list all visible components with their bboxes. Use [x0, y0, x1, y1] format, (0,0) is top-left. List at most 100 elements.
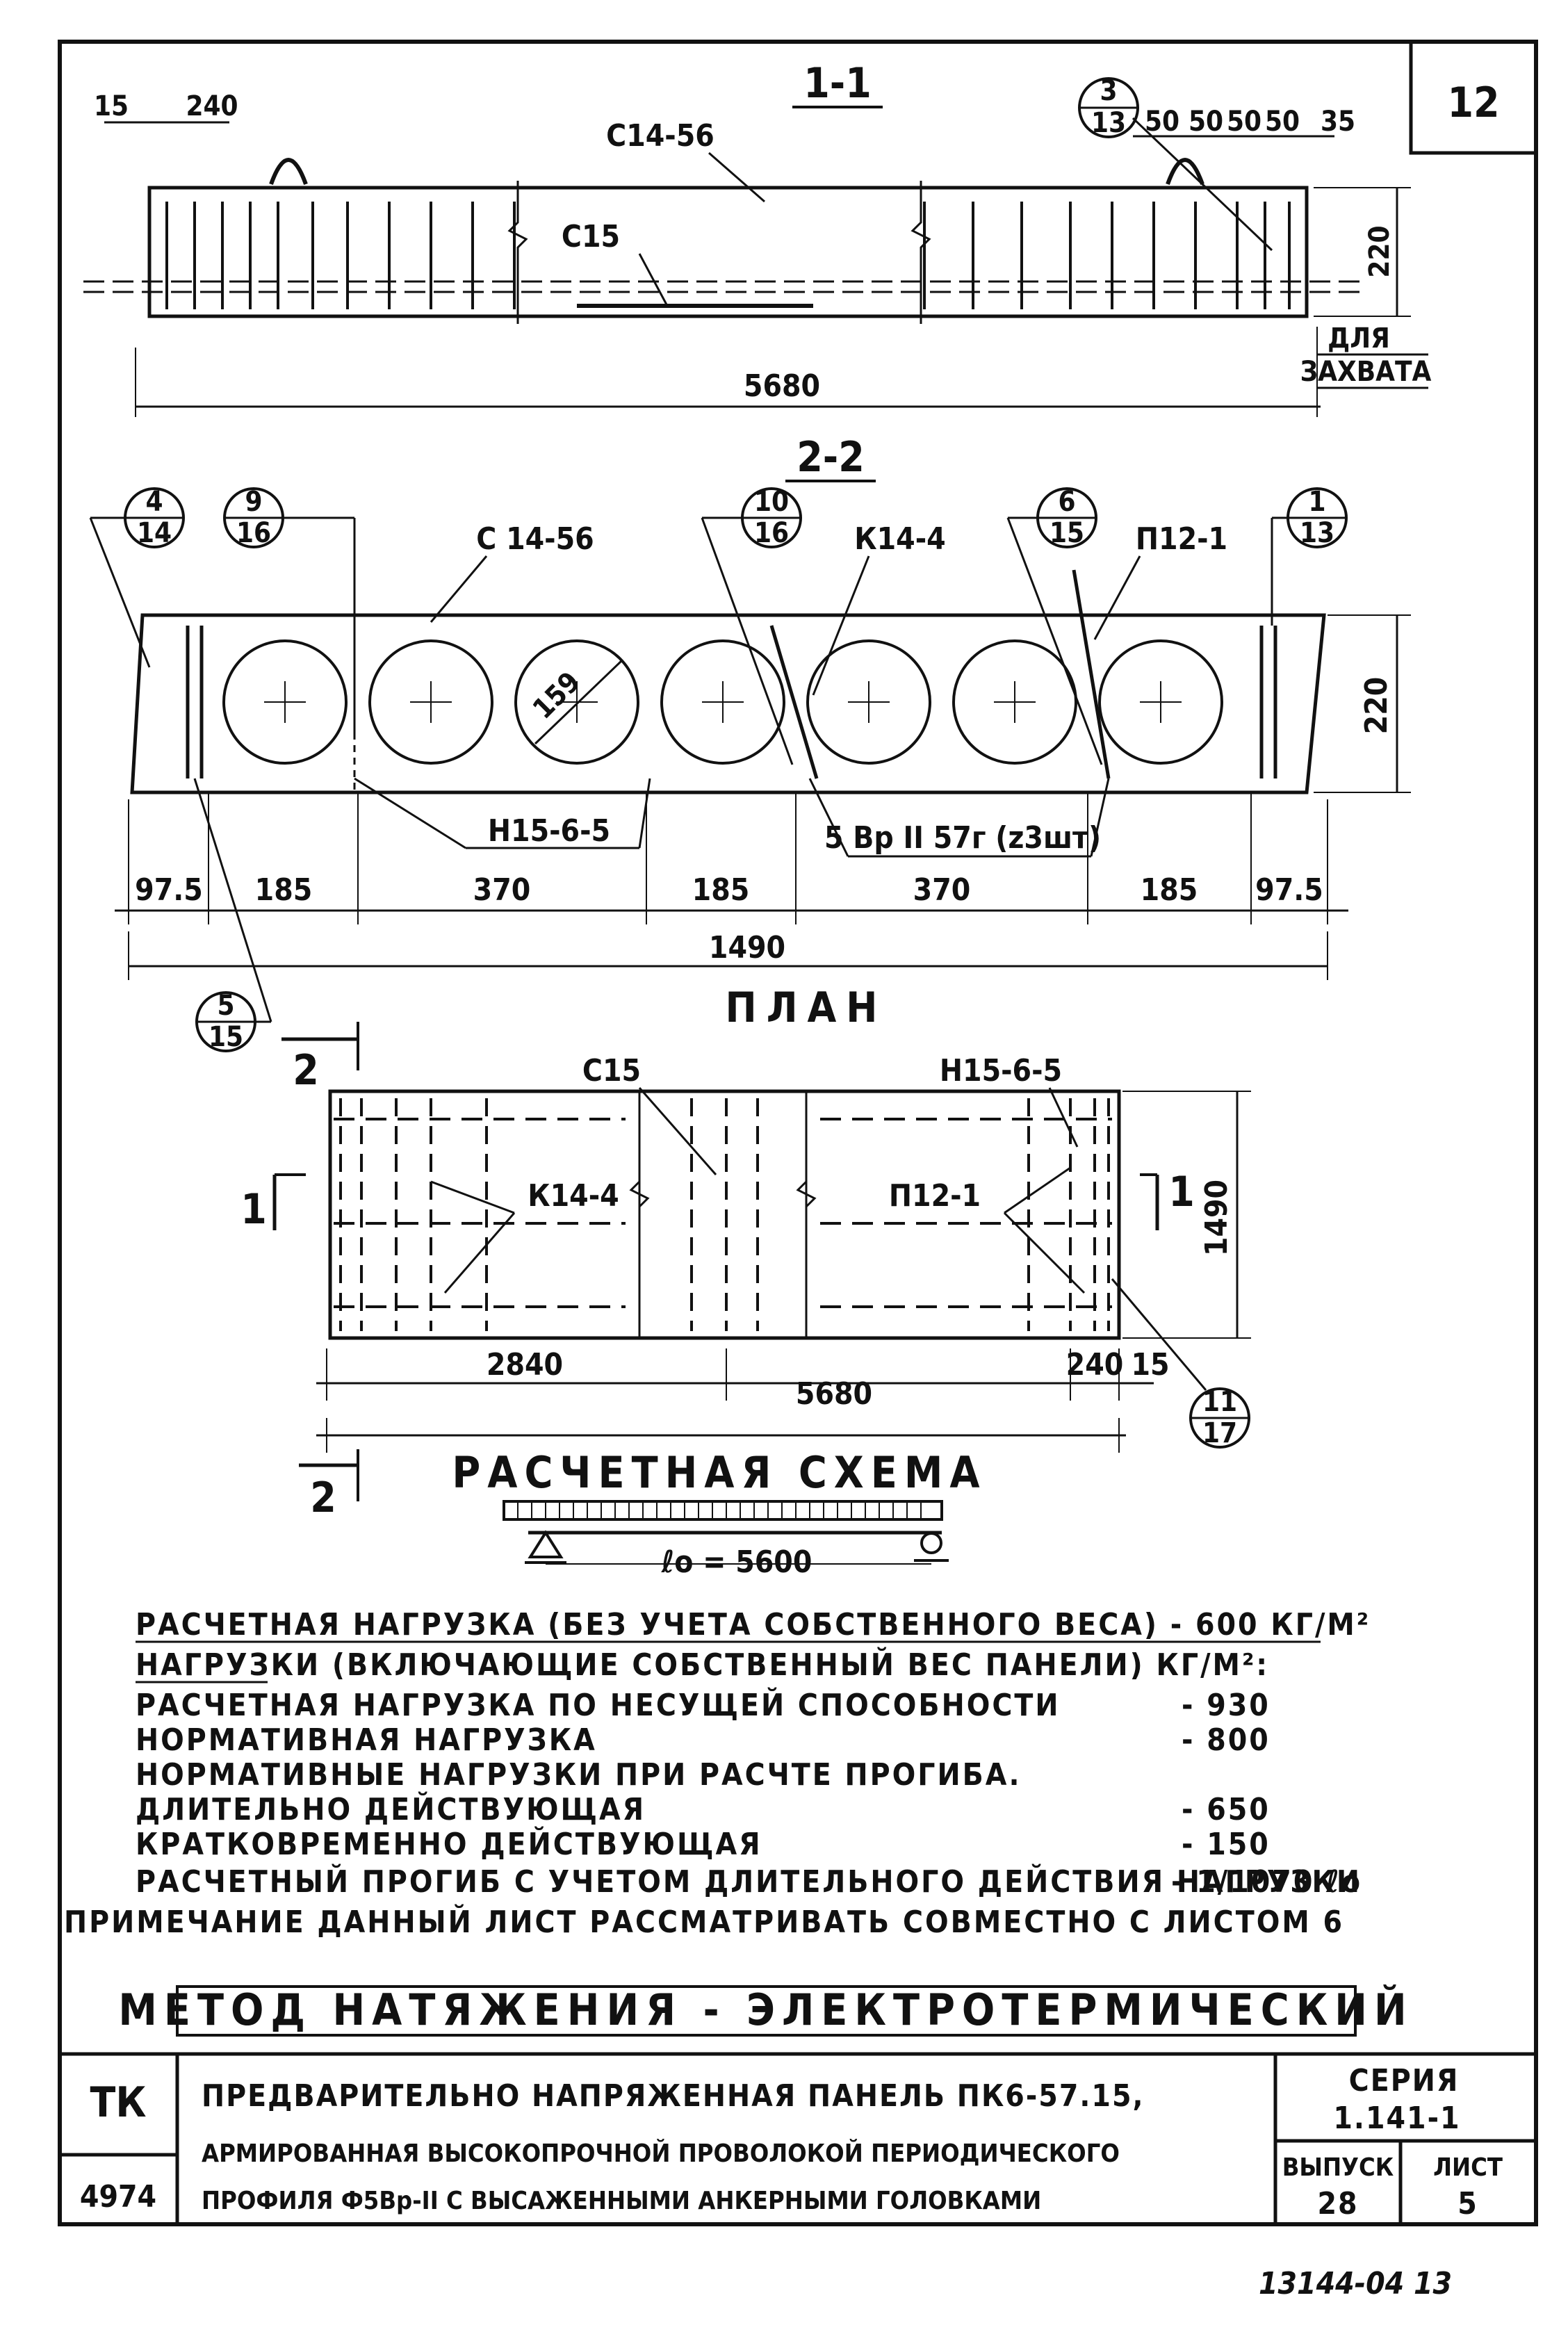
dim-50b: 50: [1189, 106, 1223, 138]
loads-list: РАСЧЕТНАЯ НАГРУЗКА ПО НЕСУЩЕЙ СПОСОБНОСТ…: [136, 1686, 1362, 1900]
tb-issue-value: 28: [1317, 2186, 1358, 2221]
section-2-width: 1490: [709, 930, 785, 965]
spacing-1: 97.5: [135, 872, 203, 908]
label-k14-4-sec2: К14-4: [854, 521, 945, 557]
section-1-height: 220: [1364, 225, 1396, 277]
ref-9-16-den: 16: [236, 517, 271, 549]
spacing-3: 370: [473, 872, 531, 908]
tb-issue-label: ВЫПУСК: [1282, 2153, 1394, 2182]
ref-9-16-num: 9: [245, 486, 262, 518]
cut-2-top: 2: [293, 1046, 319, 1095]
label-c14-56-top: С14-56: [606, 118, 714, 154]
plan-title: ПЛАН: [726, 984, 888, 1032]
section-1-title: 1-1: [803, 59, 872, 108]
ref-11-17-num: 11: [1202, 1386, 1237, 1418]
label-p12-1-plan: П12-1: [889, 1178, 981, 1214]
ref-3-13-den: 13: [1091, 107, 1126, 139]
load-label-4: ДЛИТЕЛЬНО ДЕЙСТВУЮЩАЯ: [136, 1791, 646, 1827]
sheet-frame: [58, 40, 1538, 2226]
plan-length: 5680: [796, 1376, 872, 1412]
ref-4-14-den: 14: [137, 517, 172, 549]
dim-50a: 50: [1145, 106, 1179, 138]
loads-line2: НАГРУЗКИ (ВКЛЮЧАЮЩИЕ СОБСТВЕННЫЙ ВЕС ПАН…: [136, 1646, 1269, 1683]
grip-note-2: ЗАХВАТА: [1300, 356, 1432, 388]
cut-1-right: 1: [1168, 1168, 1195, 1216]
grip-note-1: ДЛЯ: [1328, 323, 1390, 354]
loads-note: ПРИМЕЧАНИЕ ДАННЫЙ ЛИСТ РАССМАТРИВАТЬ СОВ…: [64, 1903, 1344, 1940]
ref-1-13-den: 13: [1300, 517, 1334, 549]
scheme-title: РАСЧЕТНАЯ СХЕМА: [452, 1447, 986, 1498]
dim-35: 35: [1321, 106, 1355, 138]
load-label-3: НОРМАТИВНЫЕ НАГРУЗКИ ПРИ РАСЧТЕ ПРОГИБА.: [136, 1757, 1021, 1793]
spacing-4: 185: [692, 872, 750, 908]
tb-sheet-label: ЛИСТ: [1433, 2153, 1503, 2182]
support-right: [920, 1532, 942, 1554]
label-wire-sec2: 5 Вр II 57г (z3шт): [824, 820, 1101, 856]
tb-title-3: ПРОФИЛЯ Ф5Вр-II С ВЫСАЖЕННЫМИ АНКЕРНЫМИ …: [202, 2187, 1041, 2215]
method-box: [176, 1985, 1357, 2037]
load-label-6: РАСЧЕТНЫЙ ПРОГИБ С УЧЕТОМ ДЛИТЕЛЬНОГО ДЕ…: [136, 1863, 1362, 1900]
ref-1-13-num: 1: [1308, 486, 1325, 518]
label-c15-top: С15: [562, 219, 620, 254]
cut-1-left: 1: [240, 1185, 267, 1234]
dim-15: 15: [94, 90, 129, 122]
tb-title-1: ПРЕДВАРИТЕЛЬНО НАПРЯЖЕННАЯ ПАНЕЛЬ ПК6-57…: [202, 2078, 1145, 2114]
beam-elevation: [147, 186, 1309, 318]
load-value-2: - 800: [1182, 1722, 1271, 1758]
tb-series-label: СЕРИЯ: [1349, 2063, 1460, 2098]
label-c15-plan: С15: [582, 1053, 641, 1088]
label-n15-plan: Н15-6-5: [940, 1053, 1062, 1088]
tb-sheet-value: 5: [1457, 2186, 1478, 2221]
load-value-5: - 150: [1182, 1827, 1271, 1862]
load-value-1: - 930: [1182, 1688, 1271, 1723]
ref-10-16-den: 16: [754, 517, 789, 549]
ref-11-17-den: 17: [1202, 1417, 1237, 1449]
plan-width: 1490: [1199, 1180, 1234, 1256]
ref-3-13-num: 3: [1100, 75, 1117, 107]
label-k14-4-plan: К14-4: [528, 1178, 619, 1214]
dim-50d: 50: [1265, 106, 1300, 138]
sheet-number-box: [1409, 40, 1538, 155]
ref-5-15-num: 5: [217, 990, 234, 1022]
scheme-load-bar: [503, 1500, 943, 1521]
spacing-5: 370: [913, 872, 971, 908]
plan-dim-2840: 2840: [487, 1347, 563, 1383]
ref-4-14-num: 4: [145, 486, 163, 518]
ref-5-15-den: 15: [209, 1021, 243, 1053]
section-2-title: 2-2: [797, 433, 865, 482]
loads-line1: РАСЧЕТНАЯ НАГРУЗКА (БЕЗ УЧЕТА СОБСТВЕННО…: [136, 1607, 1371, 1642]
tb-title-2: АРМИРОВАННАЯ ВЫСОКОПРОЧНОЙ ПРОВОЛОКОЙ ПЕ…: [202, 2139, 1120, 2168]
label-c14-56-sec2: С 14-56: [476, 521, 594, 557]
support-left: [528, 1530, 564, 1558]
plan-dim-240: 240: [1066, 1347, 1124, 1383]
ref-circles-2: [124, 487, 1348, 548]
sheet-number: 12: [1447, 79, 1499, 127]
load-label-5: КРАТКОВРЕМЕННО ДЕЙСТВУЮЩАЯ: [136, 1825, 762, 1862]
label-p12-1-sec2: П12-1: [1136, 521, 1227, 557]
hollow-cores: [222, 639, 1223, 765]
load-value-6: - 1/1070 ℓо: [1171, 1864, 1362, 1900]
scheme-span: ℓо = 5600: [661, 1544, 812, 1580]
method-text: МЕТОД НАТЯЖЕНИЯ - ЭЛЕКТРОТЕРМИЧЕСКИЙ: [118, 1984, 1413, 2035]
tb-series-value: 1.141-1: [1333, 2101, 1460, 2136]
load-label-2: НОРМАТИВНАЯ НАГРУЗКА: [136, 1722, 597, 1758]
ref-10-16-num: 10: [754, 486, 789, 518]
load-label-1: РАСЧЕТНАЯ НАГРУЗКА ПО НЕСУЩЕЙ СПОСОБНОСТ…: [136, 1686, 1061, 1723]
ref-6-15-den: 15: [1050, 517, 1084, 549]
spacing-6: 185: [1141, 872, 1198, 908]
archive-stamp: 13144-04 13: [1259, 2266, 1452, 2301]
tb-code: ТК: [90, 2078, 147, 2127]
cross-section-outline: [130, 613, 1326, 794]
section-2-height: 220: [1359, 677, 1394, 735]
tb-year: 4974: [80, 2179, 156, 2215]
dim-240: 240: [186, 90, 238, 122]
spacing-2: 185: [255, 872, 313, 908]
cut-2-bottom: 2: [310, 1474, 336, 1522]
dim-50c: 50: [1227, 106, 1261, 138]
plan-dim-15: 15: [1131, 1347, 1169, 1383]
ref-6-15-num: 6: [1058, 486, 1075, 518]
section-1-length: 5680: [744, 368, 820, 404]
spacing-7: 97.5: [1255, 872, 1323, 908]
title-block-grid: [60, 2052, 1536, 2224]
